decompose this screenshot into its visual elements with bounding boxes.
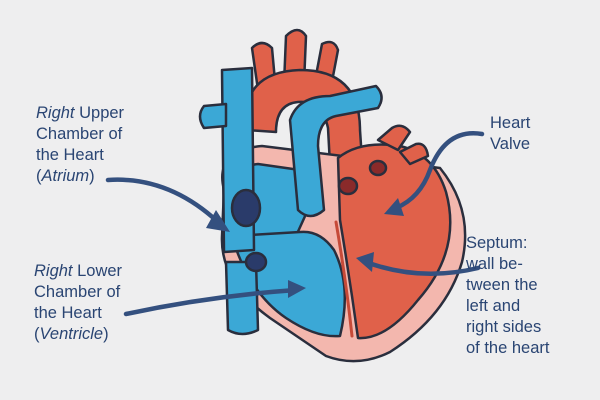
inferior-vena-cava xyxy=(224,260,260,336)
ventricle-opening xyxy=(244,251,268,273)
arrowhead-septum xyxy=(356,252,374,272)
right-ventricle-label: Right Lower Chamber of the Heart (Ventri… xyxy=(34,262,123,343)
arrowhead-valve xyxy=(384,198,404,216)
arrowhead-ventricle xyxy=(288,280,306,298)
arrow-atrium xyxy=(105,177,221,225)
arrow-septum xyxy=(363,259,481,276)
heart-valve-label: Heart Valve xyxy=(490,114,531,153)
pulmonary-vein-1 xyxy=(376,124,412,152)
vena-cava-branch xyxy=(198,102,228,130)
pulmonary-vein-2 xyxy=(398,142,430,166)
valve-opening-1 xyxy=(337,176,359,196)
right-atrium-label: Right Upper Chamber of the Heart (Atrium… xyxy=(36,104,125,185)
atrium-opening xyxy=(230,188,262,228)
pulmonary-artery xyxy=(288,84,383,218)
arrowhead-atrium xyxy=(206,210,230,232)
septum-label: Septum: wall be- tween the left and righ… xyxy=(466,234,550,357)
arrow-ventricle xyxy=(123,287,299,317)
aortic-arch xyxy=(244,68,364,167)
valve-opening-2 xyxy=(368,159,388,177)
septum-line xyxy=(334,220,354,338)
arrow-valve xyxy=(393,131,485,211)
